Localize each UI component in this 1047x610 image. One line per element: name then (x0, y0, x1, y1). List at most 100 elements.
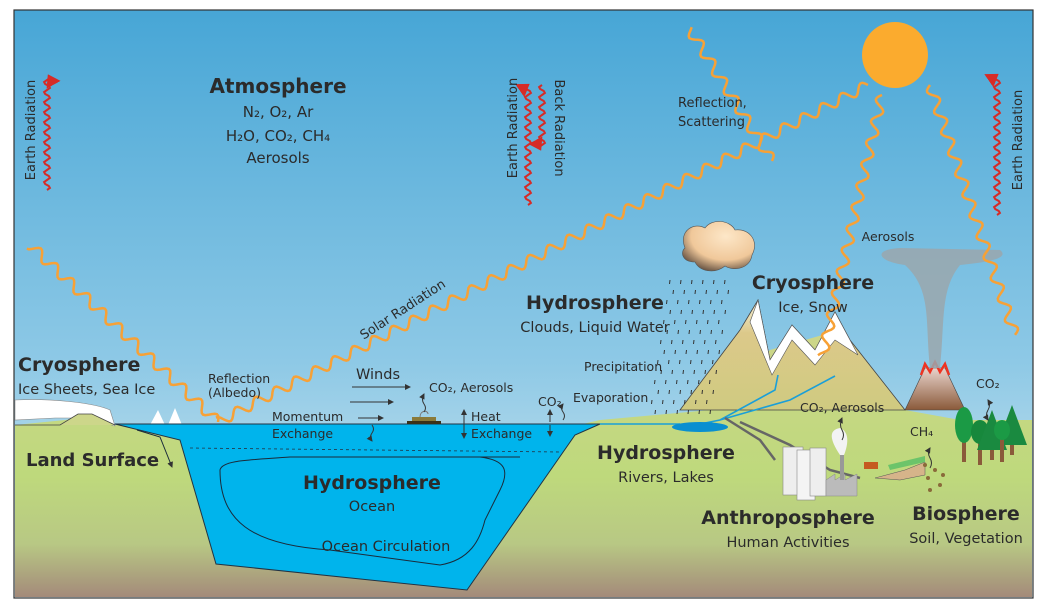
rain-drop (691, 279, 693, 285)
co2-up-arrow (419, 393, 426, 413)
ocean-title: Hydrosphere (303, 472, 441, 494)
ash-plume (881, 248, 1003, 368)
rain-drop (666, 329, 668, 335)
earth-radiation-right-arrow (984, 73, 1002, 216)
rain-drop (674, 319, 676, 325)
cryosphere-right-subtitle: Ice, Snow (778, 300, 848, 316)
rain-drop (715, 369, 717, 375)
cattle-icon (923, 463, 945, 492)
ocean-subtitle: Ocean (349, 499, 395, 515)
rain-drop (709, 379, 711, 385)
rain-drop (721, 299, 723, 305)
rain-drop (682, 369, 684, 375)
clouds-subtitle: Clouds, Liquid Water (520, 320, 669, 336)
city-buildings (782, 446, 827, 501)
rain-drop (677, 299, 679, 305)
sun-icon (862, 22, 928, 88)
factory (825, 473, 858, 497)
rain-drop (674, 349, 676, 355)
albedo-reflection-wave (26, 246, 220, 423)
rain-drop (698, 409, 700, 415)
crop-field (888, 456, 925, 470)
anthroposphere-title: Anthroposphere (701, 507, 875, 529)
rain-drop (718, 349, 720, 355)
biosphere-subtitle: Soil, Vegetation (909, 531, 1023, 547)
clouds-title: Hydrosphere (526, 292, 664, 314)
snow-caps (749, 298, 859, 376)
rain-drop (696, 319, 698, 325)
rain-drop (713, 309, 715, 315)
rain-drop (699, 299, 701, 305)
earth-radiation-left-label: Earth Radiation (24, 80, 39, 180)
rain-drop (679, 389, 681, 395)
winds-label: Winds (356, 367, 400, 383)
rain-drop (682, 339, 684, 345)
rain-drop (704, 369, 706, 375)
ch4-arrow (924, 447, 932, 469)
rain-drop (695, 399, 697, 405)
rain-drop (668, 359, 670, 365)
rain-drop (713, 279, 715, 285)
rain-drop (677, 329, 679, 335)
atmosphere-title: Atmosphere (209, 74, 346, 98)
rain-drop (710, 299, 712, 305)
rain-drop (657, 389, 659, 395)
atmosphere-gases-2: H₂O, CO₂, CH₄ (226, 127, 330, 145)
rain-drop (684, 399, 686, 405)
rain-drop (702, 309, 704, 315)
land-surface-title: Land Surface (26, 450, 159, 471)
rain-drop (702, 279, 704, 285)
lake (672, 422, 728, 432)
farm-field (874, 461, 926, 481)
rain-drop (669, 279, 671, 285)
cryosphere-right-title: Cryosphere (752, 272, 874, 294)
rain-drop (680, 309, 682, 315)
rivers-title: Hydrosphere (597, 442, 735, 464)
earth-radiation-mid-arrow (515, 83, 533, 206)
evaporation-label: Evaporation (573, 390, 648, 405)
cryosphere-left-subtitle: Ice Sheets, Sea Ice (18, 382, 155, 398)
rain-drop (701, 389, 703, 395)
chimney (840, 455, 844, 480)
heat-exchange-label: Exchange (471, 426, 532, 441)
co2-aerosols-ocean-label: CO₂, Aerosols (429, 380, 513, 395)
anthro-co2-arrow (837, 417, 844, 441)
volcano-aerosols-label: Aerosols (862, 229, 915, 244)
rain-drop (707, 319, 709, 325)
rain-drop (679, 359, 681, 365)
land-edge (15, 413, 116, 426)
rain-drop (666, 299, 668, 305)
momentum-exchange-label: Exchange (272, 426, 333, 441)
anthro-co2-aerosols-label: CO₂, Aerosols (800, 400, 884, 415)
rain-drop (665, 379, 667, 385)
trees (955, 405, 1027, 465)
rain-drop (672, 289, 674, 295)
earth-radiation-mid-label: Earth Radiation (506, 78, 521, 178)
rain-drop (671, 369, 673, 375)
rain-drop (687, 379, 689, 385)
cryosphere-left-title: Cryosphere (18, 354, 140, 376)
house-icon (864, 462, 878, 469)
rain-drop (688, 329, 690, 335)
bio-co2-down-arrow (982, 409, 989, 421)
rain-drop (676, 409, 678, 415)
rain-drop (701, 359, 703, 365)
rain-drop (694, 289, 696, 295)
rain-drop (685, 319, 687, 325)
evaporation-arrow (557, 403, 565, 421)
rain-drop (715, 339, 717, 345)
reflection-scattering-label-1: Reflection, (678, 96, 747, 111)
sea-ice (150, 408, 182, 425)
rain-drop (660, 369, 662, 375)
rain-drop (690, 359, 692, 365)
scattering-wave (687, 26, 775, 162)
precipitation-drops (651, 279, 729, 415)
ch4-label: CH₄ (910, 424, 933, 439)
rain-drop (669, 309, 671, 315)
exchange-arrows (350, 384, 994, 469)
rain-drop (705, 289, 707, 295)
rain-drop (657, 359, 659, 365)
rain-drop (662, 399, 664, 405)
rain-drop (690, 389, 692, 395)
